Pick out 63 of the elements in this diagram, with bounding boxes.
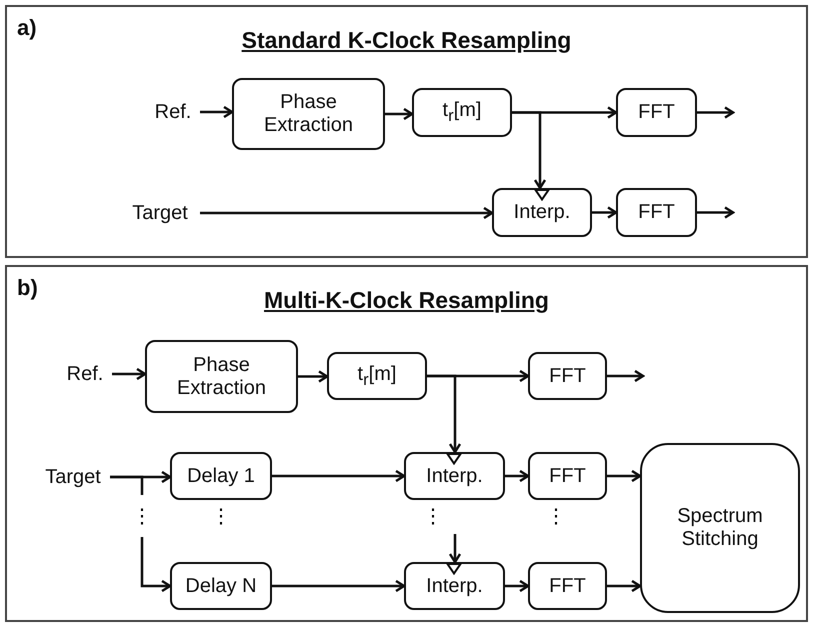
arrow xyxy=(200,106,234,118)
arrow xyxy=(607,470,642,482)
block-label: Interp. xyxy=(426,574,483,598)
arrow xyxy=(512,111,546,190)
process-box xyxy=(404,452,505,500)
process-box xyxy=(145,340,298,413)
process-box xyxy=(640,443,800,613)
ellipsis-mark: ⋮ xyxy=(132,504,152,528)
input-label: Target xyxy=(132,202,188,224)
panel-heading: Multi-K-Clock Resampling xyxy=(264,287,549,313)
block-label: Phase Extraction xyxy=(176,354,267,400)
arrow xyxy=(592,206,618,219)
arrow xyxy=(607,370,644,382)
block-label: FFT xyxy=(549,464,586,488)
process-box xyxy=(327,352,427,400)
arrow xyxy=(385,108,414,120)
arrow xyxy=(272,470,406,482)
panel-frame xyxy=(5,265,808,622)
panel-label: b) xyxy=(17,275,38,300)
ellipsis-mark: ⋮ xyxy=(211,504,231,528)
input-label: Ref. xyxy=(154,100,192,124)
arrow xyxy=(272,580,406,592)
arrow xyxy=(200,206,494,220)
block-label: Spectrum Stitching xyxy=(676,505,764,551)
process-box xyxy=(170,452,272,500)
ellipsis-mark: ⋮ xyxy=(423,504,443,528)
input-label: Target xyxy=(45,466,101,488)
arrow xyxy=(110,476,172,592)
arrow xyxy=(697,106,734,119)
process-box xyxy=(404,562,505,610)
arrow xyxy=(607,580,642,592)
process-box xyxy=(492,188,592,237)
block-label: Delay N xyxy=(185,574,257,598)
input-label: Ref. xyxy=(66,362,104,386)
arrow xyxy=(448,534,462,564)
block-label: Delay 1 xyxy=(187,464,255,488)
arrow xyxy=(505,470,530,482)
block-label: t$_{r}$[m] xyxy=(442,99,482,126)
process-box xyxy=(616,88,697,137)
block-label: Interp. xyxy=(514,201,570,224)
arrow xyxy=(298,370,328,383)
panel-label: a) xyxy=(17,15,37,40)
process-box xyxy=(232,78,385,150)
panel-heading: Standard K-Clock Resampling xyxy=(242,27,572,53)
process-box xyxy=(170,562,272,610)
process-box xyxy=(616,188,697,237)
arrow xyxy=(505,580,530,592)
arrow xyxy=(697,206,734,219)
panel-frame xyxy=(5,5,808,258)
process-box xyxy=(528,562,607,610)
ellipsis-mark: ⋮ xyxy=(546,504,566,528)
block-label: FFT xyxy=(549,364,586,388)
block-label: FFT xyxy=(638,101,675,124)
arrow xyxy=(427,374,462,454)
block-label: Phase Extraction xyxy=(263,91,354,137)
process-box xyxy=(528,352,607,400)
arrow xyxy=(112,368,146,380)
block-label: t$_{r}$[m] xyxy=(358,362,396,390)
process-box xyxy=(412,88,512,137)
block-label: FFT xyxy=(638,201,675,224)
block-label: FFT xyxy=(549,574,586,598)
process-box xyxy=(528,452,607,500)
block-label: Interp. xyxy=(426,464,483,488)
